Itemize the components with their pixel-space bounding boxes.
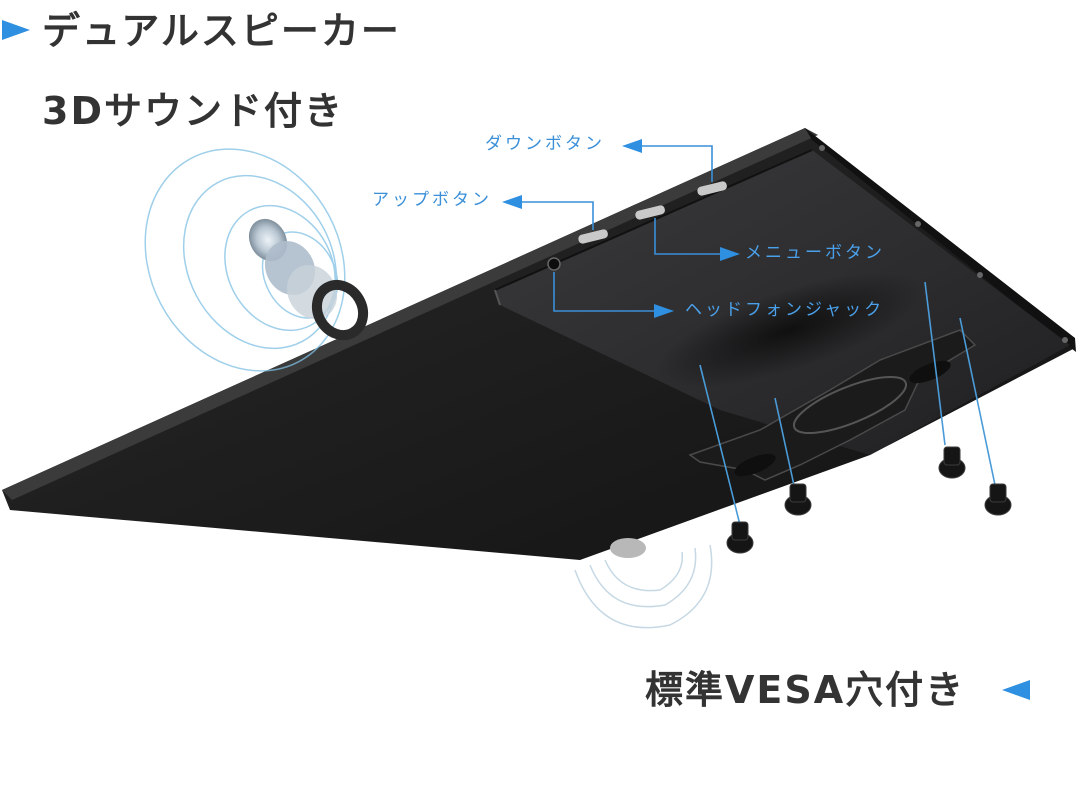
vesa-bracket — [688, 329, 977, 481]
heading-vesa: 標準VESA穴付き — [645, 668, 966, 712]
triangle-left-icon — [1002, 680, 1030, 700]
callout-down-button: ダウンボタン — [485, 134, 605, 154]
callout-lines — [502, 139, 740, 318]
heading-dual-speaker: デュアルスピーカー — [42, 9, 401, 53]
down-button-shape — [697, 181, 727, 196]
headphone-jack-shape — [547, 257, 561, 271]
menu-button-shape — [635, 205, 665, 220]
callout-menu-button: メニューボタン — [745, 243, 885, 263]
speaker-bottom — [574, 538, 713, 629]
up-button-shape — [578, 229, 608, 244]
heading-3d-sound: 3Dサウンド付き — [42, 89, 344, 133]
callout-up-button: アップボタン — [372, 190, 492, 210]
vesa-screws — [699, 281, 1012, 554]
callout-headphone-jack: ヘッドフォンジャック — [685, 300, 885, 320]
triangle-right-icon — [2, 20, 30, 40]
monitor-buttons — [547, 181, 727, 271]
speaker-left — [144, 148, 369, 372]
monitor-body — [2, 128, 1076, 560]
